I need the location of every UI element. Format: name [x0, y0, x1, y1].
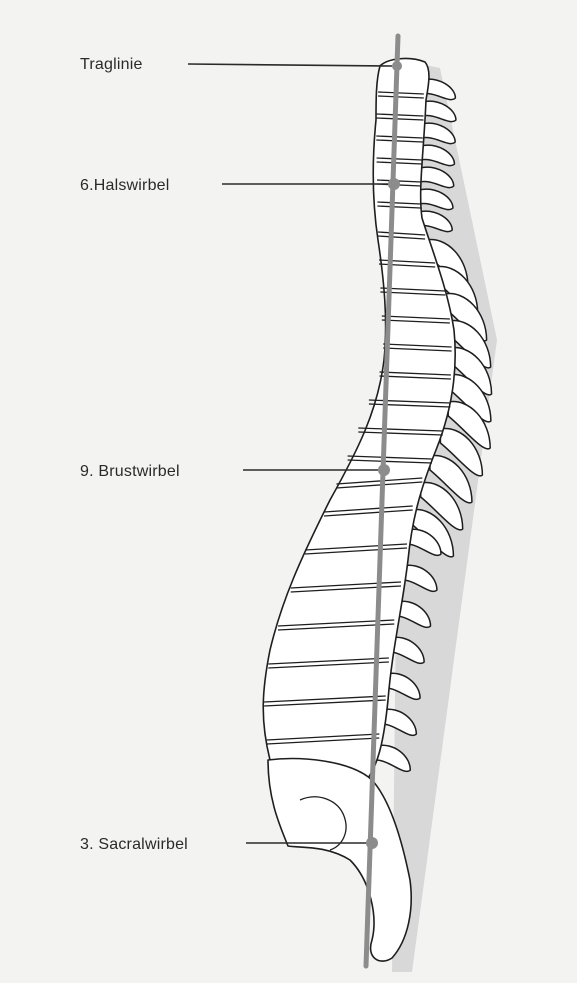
- label-halswirbel: 6.Halswirbel: [80, 177, 170, 194]
- marker-halswirbel: [388, 178, 400, 190]
- marker-brustwirbel: [378, 464, 390, 476]
- marker-sacralwirbel: [366, 837, 378, 849]
- sacrum: [268, 759, 411, 961]
- marker-traglinie: [392, 61, 402, 71]
- label-brustwirbel: 9. Brustwirbel: [80, 463, 180, 480]
- label-traglinie: Traglinie: [80, 56, 143, 73]
- label-sacralwirbel: 3. Sacralwirbel: [80, 836, 188, 853]
- leader-traglinie: [188, 64, 392, 66]
